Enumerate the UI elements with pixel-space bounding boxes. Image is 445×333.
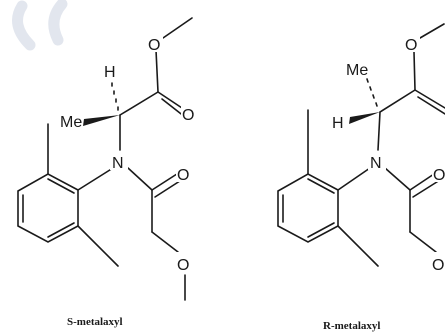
ch2-ether-bond bbox=[151, 231, 179, 253]
ester-oxygen-label: O bbox=[405, 37, 417, 54]
ester-carbonyl-bond bbox=[417, 96, 445, 115]
ring-methyl-bond bbox=[77, 225, 119, 267]
ester-single-bond bbox=[155, 49, 159, 93]
o-methyl-bond bbox=[162, 17, 193, 39]
alpha-ester-bond bbox=[379, 89, 416, 113]
ether-oxygen-label: O bbox=[432, 257, 444, 274]
s-metalaxyl-caption: S-metalaxyl bbox=[67, 316, 123, 328]
amide-oxygen-label: O bbox=[433, 167, 445, 184]
alpha-ester-bond bbox=[119, 91, 159, 116]
ester-carbonyl-bond bbox=[414, 89, 445, 109]
aromatic-double-bond bbox=[307, 222, 335, 238]
amide-oxygen-label: O bbox=[177, 167, 189, 184]
amide-carbonyl-bond bbox=[151, 171, 181, 191]
benzene-ring bbox=[17, 173, 79, 243]
hashed-bond bbox=[366, 78, 378, 107]
methyl-label: Me bbox=[346, 62, 368, 79]
hydrogen-label: H bbox=[104, 64, 116, 81]
n-chiral-bond bbox=[377, 111, 381, 151]
ring-n-bond bbox=[77, 167, 114, 191]
n-amide-bond bbox=[384, 167, 411, 191]
s-metalaxyl-structure: N H Me O O O O S-metalaxyl bbox=[17, 17, 197, 328]
ester-oxygen-label: O bbox=[148, 37, 160, 54]
n-amide-bond bbox=[127, 167, 153, 191]
watermark-mark bbox=[12, 0, 36, 51]
aromatic-double-bond bbox=[47, 178, 75, 194]
methyl-label: Me bbox=[60, 114, 82, 131]
watermark-mark bbox=[48, 0, 68, 46]
amide-carbonyl-bond bbox=[412, 179, 441, 198]
ring-methyl-bond bbox=[337, 225, 379, 267]
ester-carbonyl-bond bbox=[157, 91, 186, 111]
nitrogen-label: N bbox=[112, 155, 124, 172]
r-metalaxyl-structure: N Me H O O O R-metalaxyl bbox=[277, 23, 445, 332]
wedge-bond bbox=[83, 115, 120, 126]
ring-n-bond bbox=[337, 167, 371, 191]
aromatic-double-bond bbox=[47, 222, 75, 238]
benzene-ring bbox=[277, 173, 339, 243]
ester-single-bond bbox=[413, 51, 416, 91]
r-metalaxyl-caption: R-metalaxyl bbox=[323, 320, 380, 332]
nitrogen-label: N bbox=[370, 155, 382, 172]
ester-carbonyl-oxygen-label: O bbox=[182, 107, 194, 124]
wedge-bond bbox=[349, 112, 380, 124]
hydrogen-label: H bbox=[332, 115, 344, 132]
ch2-ether-bond bbox=[409, 231, 437, 253]
aromatic-double-bond bbox=[307, 178, 335, 194]
ether-oxygen-label: O bbox=[177, 257, 189, 274]
o-methyl-bond bbox=[419, 23, 445, 39]
hashed-bond bbox=[111, 82, 119, 111]
